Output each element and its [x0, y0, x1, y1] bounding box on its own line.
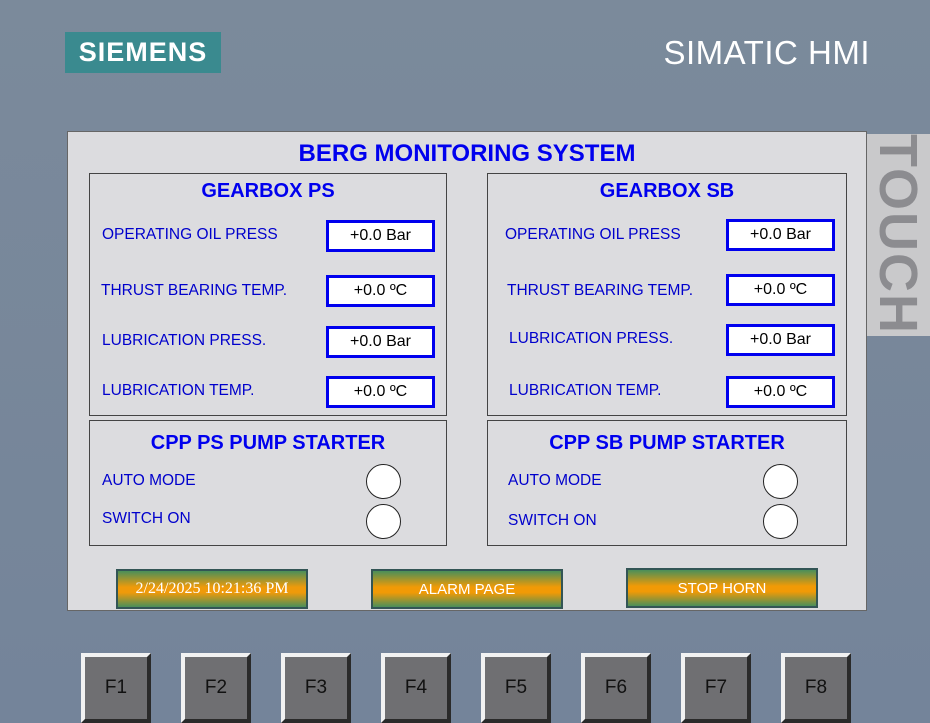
- ps-lubrication-press-label: LUBRICATION PRESS.: [102, 332, 267, 349]
- sb-lubrication-temp-label: LUBRICATION TEMP.: [509, 382, 662, 399]
- stop-horn-button[interactable]: STOP HORN: [626, 568, 818, 608]
- siemens-logo: SIEMENS: [65, 32, 221, 73]
- sb-auto-mode-indicator: [763, 464, 798, 499]
- sb-auto-mode-label: AUTO MODE: [508, 472, 602, 489]
- ps-switch-on-label: SWITCH ON: [102, 510, 191, 527]
- gearbox-ps-title: GEARBOX PS: [201, 180, 335, 202]
- ps-lubrication-temp-value: +0.0 ºC: [326, 376, 435, 408]
- sb-switch-on-indicator: [763, 504, 798, 539]
- gearbox-sb-panel: GEARBOX SB OPERATING OIL PRESS +0.0 Bar …: [487, 173, 847, 416]
- touch-label: TOUCH: [866, 134, 930, 336]
- hmi-screen: BERG MONITORING SYSTEM GEARBOX PS OPERAT…: [67, 131, 867, 611]
- sb-thrust-bearing-temp-label: THRUST BEARING TEMP.: [507, 282, 694, 299]
- pump-ps-panel: CPP PS PUMP STARTER AUTO MODE SWITCH ON: [89, 420, 447, 546]
- ps-lubrication-press-value: +0.0 Bar: [326, 326, 435, 358]
- pump-sb-title: CPP SB PUMP STARTER: [549, 432, 785, 454]
- gearbox-sb-title: GEARBOX SB: [599, 180, 735, 202]
- datetime-button[interactable]: 2/24/2025 10:21:36 PM: [116, 569, 308, 609]
- ps-switch-on-indicator: [366, 504, 401, 539]
- sb-operating-oil-press-value: +0.0 Bar: [726, 219, 835, 251]
- ps-auto-mode-label: AUTO MODE: [102, 472, 196, 489]
- sb-switch-on-label: SWITCH ON: [508, 512, 597, 529]
- function-key-f6[interactable]: F6: [581, 653, 651, 723]
- simatic-hmi-brand: SIMATIC HMI: [663, 34, 870, 71]
- function-key-f5[interactable]: F5: [481, 653, 551, 723]
- gearbox-ps-panel: GEARBOX PS OPERATING OIL PRESS +0.0 Bar …: [89, 173, 447, 416]
- function-key-f4[interactable]: F4: [381, 653, 451, 723]
- ps-thrust-bearing-temp-value: +0.0 ºC: [326, 275, 435, 307]
- page-title: BERG MONITORING SYSTEM: [298, 140, 636, 167]
- ps-operating-oil-press-label: OPERATING OIL PRESS: [102, 226, 278, 243]
- function-key-f8[interactable]: F8: [781, 653, 851, 723]
- function-key-f3[interactable]: F3: [281, 653, 351, 723]
- alarm-page-button[interactable]: ALARM PAGE: [371, 569, 563, 609]
- ps-operating-oil-press-value: +0.0 Bar: [326, 220, 435, 252]
- sb-lubrication-press-value: +0.0 Bar: [726, 324, 835, 356]
- pump-ps-title: CPP PS PUMP STARTER: [150, 432, 386, 454]
- function-key-f1[interactable]: F1: [81, 653, 151, 723]
- ps-thrust-bearing-temp-label: THRUST BEARING TEMP.: [101, 282, 288, 299]
- sb-lubrication-temp-value: +0.0 ºC: [726, 376, 835, 408]
- sb-thrust-bearing-temp-value: +0.0 ºC: [726, 274, 835, 306]
- function-key-f2[interactable]: F2: [181, 653, 251, 723]
- pump-sb-panel: CPP SB PUMP STARTER AUTO MODE SWITCH ON: [487, 420, 847, 546]
- ps-auto-mode-indicator: [366, 464, 401, 499]
- sb-operating-oil-press-label: OPERATING OIL PRESS: [505, 226, 681, 243]
- function-key-f7[interactable]: F7: [681, 653, 751, 723]
- ps-lubrication-temp-label: LUBRICATION TEMP.: [102, 382, 255, 399]
- sb-lubrication-press-label: LUBRICATION PRESS.: [509, 330, 674, 347]
